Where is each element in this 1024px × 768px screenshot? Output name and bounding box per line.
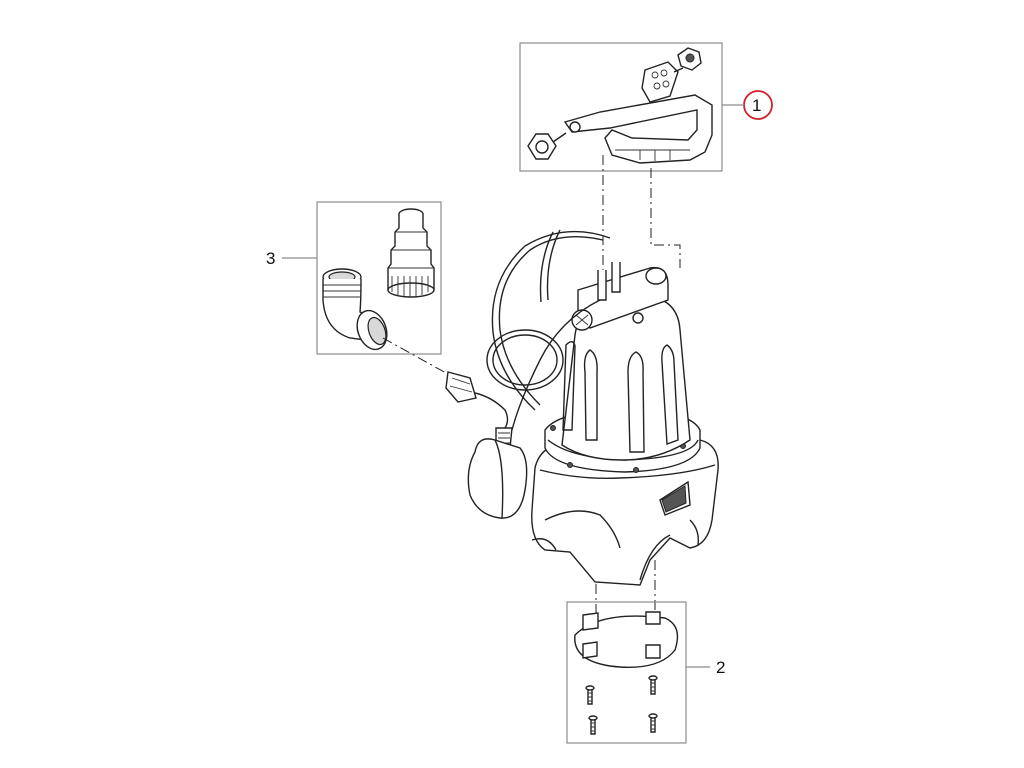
callout-3-label: 3	[266, 249, 275, 268]
base-plate-illustration	[574, 611, 679, 735]
part-2-frame	[566, 601, 687, 744]
part-3-frame	[316, 201, 442, 355]
part-2-base-plate-group[interactable]: 2	[566, 601, 725, 744]
callout-2-label: 2	[716, 658, 725, 677]
part-1-handle-group[interactable]: 1	[519, 42, 773, 172]
part-1-frame	[519, 42, 723, 172]
elbow-fitting-illustration	[322, 268, 388, 351]
handle-illustration	[527, 47, 713, 164]
fitting-assembly-line	[382, 337, 456, 379]
hose-connector-illustration	[387, 208, 435, 298]
callout-1-label: 1	[752, 96, 761, 115]
pump-body-illustration	[445, 229, 719, 586]
part-3-fittings-group[interactable]: 3	[266, 201, 442, 355]
handle-assembly-line-right	[650, 168, 681, 268]
